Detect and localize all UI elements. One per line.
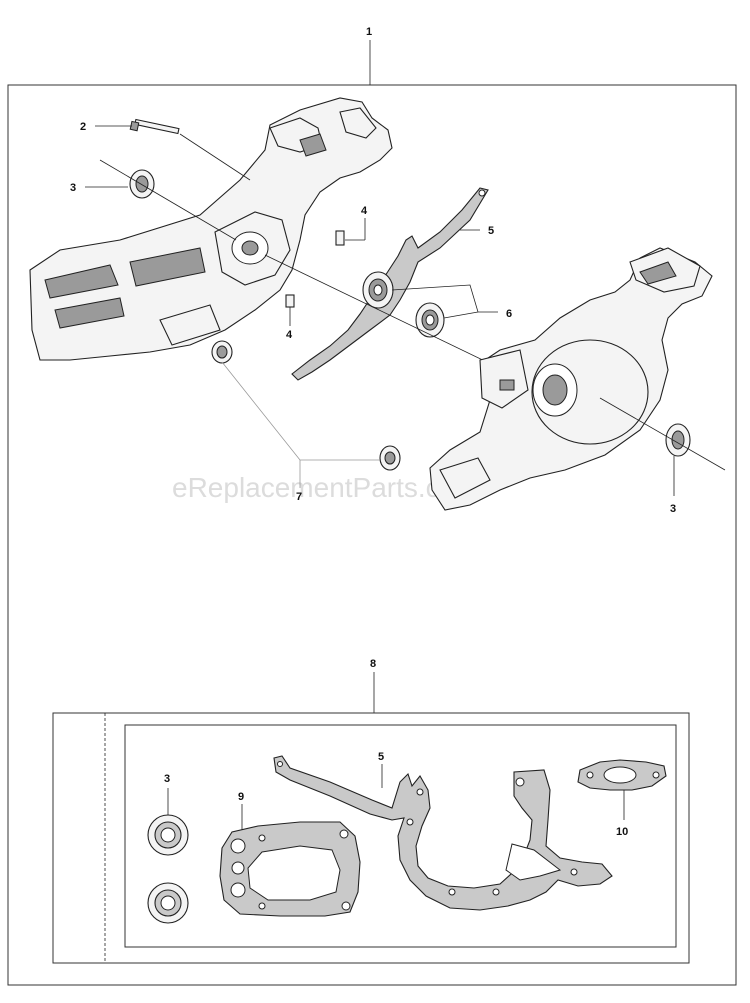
callout-1: 1 xyxy=(366,26,372,38)
crankcase-right-half xyxy=(429,247,713,511)
callout-2: 2 xyxy=(80,121,86,133)
leader-6 xyxy=(391,284,498,313)
callout-8: 8 xyxy=(370,658,376,670)
callout-4-lower: 4 xyxy=(286,329,293,341)
kit-seal-lower xyxy=(147,882,189,924)
sleeve-right-part xyxy=(379,445,401,471)
callout-kit-10: 10 xyxy=(616,826,628,838)
leader-3-right-axis xyxy=(599,397,726,471)
leader-2-ext xyxy=(179,133,251,181)
kit-bag-inner xyxy=(124,724,677,948)
kit-gasket-crankcase xyxy=(273,755,613,911)
callout-kit-5: 5 xyxy=(378,751,384,763)
watermark-text: eReplacementParts.com xyxy=(172,472,479,503)
seal-right-part xyxy=(665,423,691,457)
sleeve-left-part xyxy=(211,340,233,364)
callout-5-top: 5 xyxy=(488,225,494,237)
callout-7: 7 xyxy=(296,491,302,503)
assembly-frame xyxy=(7,84,737,986)
callout-3-right: 3 xyxy=(670,503,676,515)
callout-4-upper: 4 xyxy=(361,205,368,217)
callout-kit-3: 3 xyxy=(164,773,170,785)
kit-gasket-cylinder xyxy=(219,821,361,917)
kit-seal-upper xyxy=(147,814,189,856)
bearing-left-part xyxy=(362,271,394,309)
callout-3-left: 3 xyxy=(70,182,76,194)
kit-bag-outer xyxy=(52,712,690,964)
seal-left-part xyxy=(129,169,155,199)
crankcase-left-half xyxy=(29,97,393,361)
screw-part xyxy=(129,118,180,135)
pin-upper-part xyxy=(335,230,345,246)
leader-3-left-axis xyxy=(99,159,237,241)
callout-6: 6 xyxy=(506,308,512,320)
bearing-right-part xyxy=(415,302,445,338)
pin-lower-part xyxy=(285,294,295,308)
callout-kit-9: 9 xyxy=(238,791,244,803)
leader-6-b xyxy=(443,311,479,319)
kit-gasket-muffler xyxy=(577,759,667,791)
